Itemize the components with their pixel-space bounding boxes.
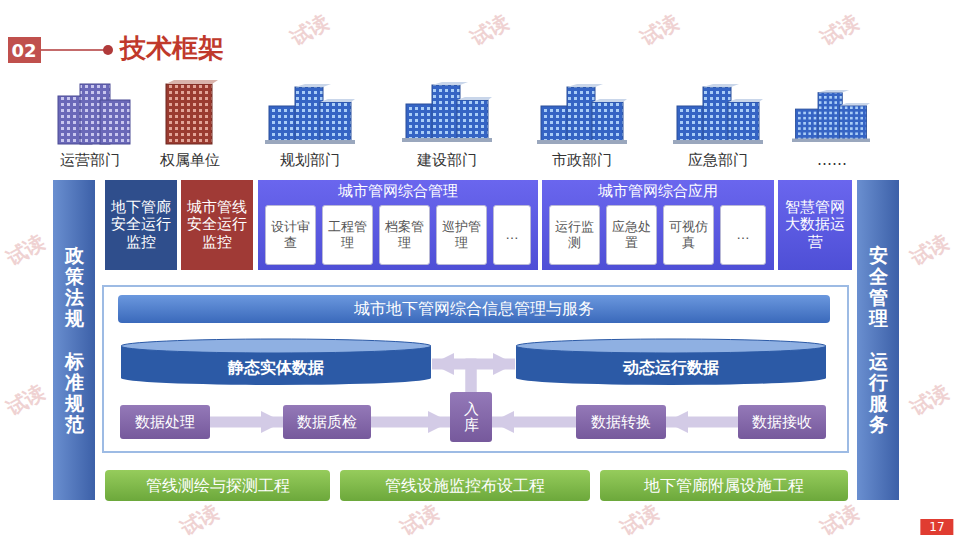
node-text: 档案管理 [382,219,427,250]
page-title: 技术框架 [120,31,224,66]
icon-label: 建设部门 [417,151,477,170]
building-icon [166,80,218,144]
node-text: 设计审查 [268,219,313,250]
node-text: 工程管理 [325,219,370,250]
icon-label: 应急部门 [688,151,748,170]
node-text: … [737,227,750,243]
node-text: 运行监测 [552,219,597,250]
node-text: 管线测绘与探测工程 [146,476,290,495]
node-text: 城市管网综合应用 [598,183,718,200]
watermark: 试读 [616,498,664,540]
node-text: 智慧管网大数据运营 [781,199,849,251]
node-text: 静态实体数据 [228,358,324,377]
watermark: 试读 [466,8,514,51]
building-icon [402,82,492,142]
process-box: 数据质检 [283,405,371,439]
process-box: … [720,205,766,265]
flow-arrow [432,364,471,392]
process-box: 智慧管网大数据运营 [778,180,852,270]
building-icon [265,84,355,144]
page-number: 17 [920,519,953,535]
process-box: 城市管网综合应用运行监测应急处置可视仿真 … [542,180,774,270]
node-text: 地下管廊附属设施工程 [644,476,804,495]
process-box: 入库 [450,392,492,442]
side-band: 政策法规标准规范 [53,180,95,500]
watermark: 试读 [906,228,954,271]
icon-label: 权属单位 [160,151,220,170]
process-box: 可视仿真 [663,205,714,265]
flow-arrow [371,417,450,428]
process-box: 档案管理 [379,205,430,265]
watermark: 试读 [816,8,864,51]
node-text: 城市管网综合管理 [338,183,458,200]
watermark: 试读 [816,498,864,540]
icon-label: 运营部门 [60,151,120,170]
side-band: 安全管理运行服务 [857,180,899,500]
node-text: 政策法规 [65,245,84,329]
flow-arrow [210,417,283,428]
building-icon [792,90,870,142]
node-text: 动态运行数据 [623,358,719,377]
data-cylinder: 动态运行数据 [515,338,827,386]
process-box: 城市地下管网综合信息管理与服务 [118,295,830,323]
watermark: 试读 [2,228,50,271]
node-text: 城市地下管网综合信息管理与服务 [354,299,594,318]
process-box: 管线设施监控布设工程 [340,470,590,501]
node-text: … [506,227,519,243]
node-text: 数据转换 [591,413,651,431]
panel-outline [103,286,848,452]
watermark: 试读 [176,498,224,540]
process-box: 数据处理 [120,405,210,439]
icon-label: …… [817,151,847,169]
icon-label: 市政部门 [552,151,612,170]
watermark: 试读 [2,378,50,421]
process-box: 应急处置 [606,205,657,265]
process-box: 地下管廊安全运行监控 [105,180,177,270]
flow-arrow [471,364,515,392]
data-cylinder: 静态实体数据 [120,338,432,386]
node-text: 应急处置 [609,219,654,250]
process-box: 运行监测 [549,205,600,265]
process-box: 巡护管理 [436,205,487,265]
building-icon [673,84,763,144]
process-box: … [493,205,531,265]
node-text: 数据质检 [297,413,357,431]
section-number: 02 [11,40,36,61]
cylinder-top [516,339,826,353]
number-box [8,37,41,63]
flow-arrow [492,417,576,428]
building-icon [58,84,130,144]
process-box: 数据转换 [576,405,666,439]
icon-label: 规划部门 [280,151,340,170]
flow-arrow [666,417,738,428]
cylinder-top [121,339,431,353]
node-text: 城市管线安全运行监控 [184,199,250,251]
process-box: 数据接收 [738,405,826,439]
node-text: 数据接收 [752,413,812,431]
node-text: 可视仿真 [666,219,711,250]
watermark: 试读 [396,498,444,540]
node-text: 管线设施监控布设工程 [385,476,545,495]
process-box: 地下管廊附属设施工程 [600,470,848,501]
node-text: 地下管廊安全运行监控 [108,199,174,251]
process-box: 城市管线安全运行监控 [181,180,253,270]
watermark: 试读 [636,8,684,51]
process-box: 工程管理 [322,205,373,265]
node-text: 标准规范 [65,351,84,435]
watermark: 试读 [286,8,334,51]
node-text: 安全管理 [869,245,888,329]
header-line [41,49,104,51]
building-icon [537,84,627,144]
node-text: 数据处理 [135,413,195,431]
node-text: 运行服务 [869,351,888,435]
process-box: 管线测绘与探测工程 [105,470,330,501]
node-text: 巡护管理 [439,219,484,250]
node-text: 入库 [464,401,479,434]
process-box: 设计审查 [265,205,316,265]
header-dot [103,45,113,55]
watermark: 试读 [906,378,954,421]
process-box: 城市管网综合管理设计审查工程管理档案管理巡护管理 … [258,180,538,270]
